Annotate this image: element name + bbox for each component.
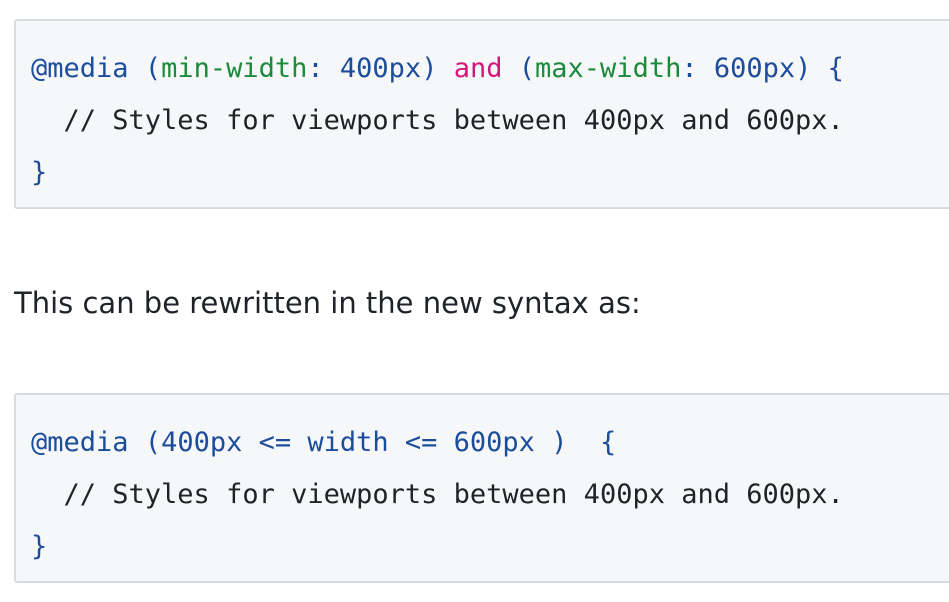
code-token-brace-open: { [827, 53, 844, 84]
code-token-paren-close: ) [795, 53, 812, 84]
code-token-and-operator: and [453, 53, 503, 84]
code-token-at-rule: @media [31, 53, 129, 84]
code-line-comment: // Styles for viewports between 400px an… [31, 105, 844, 136]
code-line-brace-close: } [31, 157, 48, 188]
code-line-media-query: @media (400px <= width <= 600px ) { [31, 417, 949, 469]
code-token-paren-open: ( [144, 53, 162, 84]
code-line-media-query: @media (min-width: 400px) and (max-width… [31, 43, 949, 95]
code-token-paren-close: ) [421, 53, 438, 84]
code-token-range-expression: (400px <= width <= 600px ) [144, 427, 568, 458]
code-token-feature-min-width: min-width [161, 53, 308, 84]
code-block-min-max-width: @media (min-width: 400px) and (max-width… [14, 19, 949, 209]
code-token-brace-open: { [599, 427, 617, 458]
code-token-value-400px: 400px [339, 53, 422, 84]
code-block-range-syntax: @media (400px <= width <= 600px ) { // S… [14, 393, 949, 583]
code-token-colon: : [681, 53, 714, 84]
code-token-at-rule: @media [31, 427, 129, 458]
code-token-colon: : [307, 53, 340, 84]
code-token-value-600px: 600px [713, 53, 796, 84]
code-line-brace-close: } [31, 531, 48, 562]
code-line-comment: // Styles for viewports between 400px an… [31, 479, 844, 510]
paragraph-rewrite-note: This can be rewritten in the new syntax … [14, 286, 641, 320]
code-token-paren-open: ( [518, 53, 536, 84]
code-token-feature-max-width: max-width [535, 53, 682, 84]
